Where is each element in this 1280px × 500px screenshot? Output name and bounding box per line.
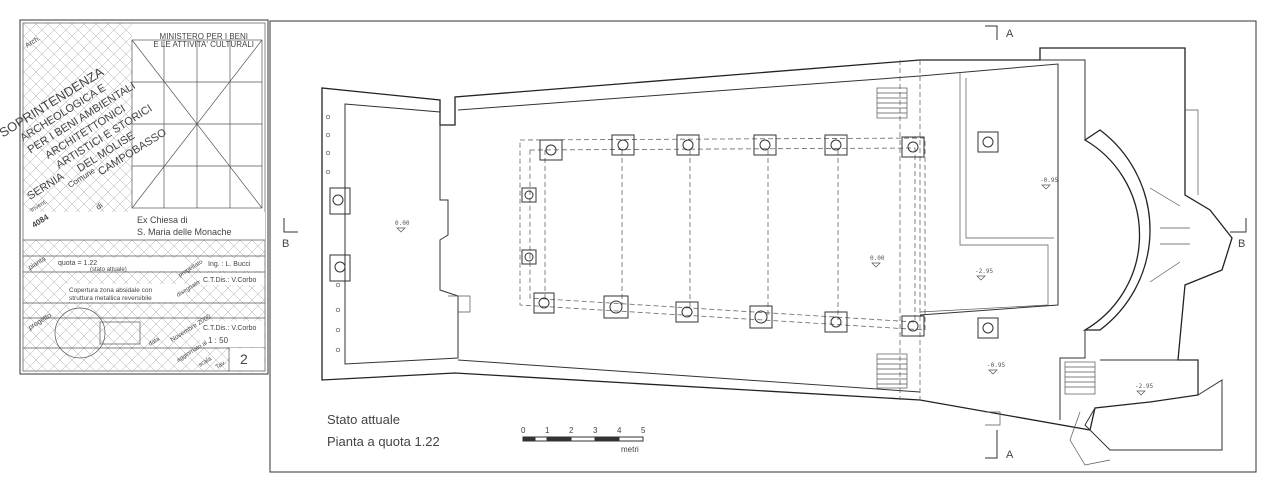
progetto-line1: Copertura zona absidale con xyxy=(69,287,152,294)
scale-bar: 0 1 2 3 4 5 metri xyxy=(521,426,646,454)
scale-tick-label: 4 xyxy=(617,426,622,435)
level-mark: 0.00 xyxy=(870,255,885,268)
column xyxy=(676,134,700,156)
plan-frame xyxy=(269,20,1257,473)
progettato-value: Ing. : L. Bucci xyxy=(208,261,251,268)
disegnato-value: C.T.Dis.: V.Corbo xyxy=(203,277,257,284)
key-plan-roof xyxy=(131,39,263,209)
level-mark-text: -0.95 xyxy=(1040,177,1058,184)
column xyxy=(611,134,635,156)
section-marker-b-left: B xyxy=(282,218,298,250)
plan-title-line1: Stato attuale xyxy=(327,412,400,427)
scala-value: 1 : 50 xyxy=(208,336,229,345)
column xyxy=(824,311,848,333)
level-mark-text: -0.95 xyxy=(987,362,1005,369)
column xyxy=(521,249,537,265)
section-a-top-label: A xyxy=(1006,28,1014,40)
plan-title-line2: Pianta a quota 1.22 xyxy=(327,434,440,449)
column xyxy=(824,134,848,156)
columns xyxy=(521,131,999,339)
facade-holes xyxy=(325,114,341,353)
section-b-right-label: B xyxy=(1238,238,1245,250)
stato-value: (stato attuale) xyxy=(90,267,127,273)
church-plan: 0.00 0.00 -0.95 -2.95 -0.95 -2.95 xyxy=(321,47,1233,466)
stair-top xyxy=(876,87,908,119)
ctdis-value: C.T.Dis.: V.Corbo xyxy=(203,325,257,332)
section-marker-a-top: A xyxy=(985,25,1014,40)
section-b-left-label: B xyxy=(282,238,289,250)
inventory-value: 4084 xyxy=(30,212,50,229)
ministry-line2: E LE ATTIVITA' CULTURALI xyxy=(153,40,254,49)
section-marker-b-right: B xyxy=(1230,218,1247,250)
column xyxy=(533,292,555,314)
apse-vignette xyxy=(54,307,106,359)
column xyxy=(603,295,629,319)
scale-tick-label: 5 xyxy=(641,426,646,435)
column xyxy=(749,305,773,329)
tav-value: 2 xyxy=(240,351,248,367)
column xyxy=(521,187,537,203)
scale-tick-label: 0 xyxy=(521,426,526,435)
tav-label: Tav. xyxy=(215,360,227,371)
stair-annex xyxy=(1064,361,1096,395)
scale-tick-label: 2 xyxy=(569,426,574,435)
nave-inner-edge xyxy=(457,63,1059,316)
column xyxy=(539,139,563,161)
rear-annex xyxy=(1084,359,1223,451)
data-label: data xyxy=(148,336,162,348)
level-mark-text: -2.95 xyxy=(975,268,993,275)
level-mark: -0.95 xyxy=(987,362,1005,375)
column xyxy=(901,136,925,158)
scale-unit: metri xyxy=(621,445,639,454)
column xyxy=(675,301,699,323)
ministry-line1: MINISTERO PER I BENI xyxy=(160,32,248,41)
column xyxy=(901,315,925,337)
stair-bottom xyxy=(876,353,908,389)
vault-projections xyxy=(519,60,926,400)
column xyxy=(977,131,999,153)
level-mark-text: 0.00 xyxy=(395,220,410,227)
level-mark: -0.95 xyxy=(1040,177,1058,190)
section-a-bottom-label: A xyxy=(1006,449,1014,461)
level-mark: 0.00 xyxy=(395,220,410,233)
level-mark: -2.95 xyxy=(975,268,993,281)
di-label: di xyxy=(94,201,104,212)
inner-wall-nave xyxy=(344,103,459,365)
scale-tick-label: 1 xyxy=(545,426,550,435)
section-marker-a-bottom: A xyxy=(985,430,1014,461)
column xyxy=(753,134,777,156)
level-mark: -2.95 xyxy=(1135,383,1153,396)
column xyxy=(977,317,999,339)
scale-tick-label: 3 xyxy=(593,426,598,435)
subject-line2: S. Maria delle Monache xyxy=(137,227,232,237)
subject-line1: Ex Chiesa di xyxy=(137,215,188,225)
outer-wall xyxy=(321,47,1233,431)
quota-value: quota = 1.22 xyxy=(58,260,97,267)
progetto-line2: struttura metallica reversibile xyxy=(69,295,152,302)
level-mark-text: 0.00 xyxy=(870,255,885,262)
title-block: MINISTERO PER I BENI E LE ATTIVITA' CULT… xyxy=(0,19,269,375)
level-mark-text: -2.95 xyxy=(1135,383,1153,390)
